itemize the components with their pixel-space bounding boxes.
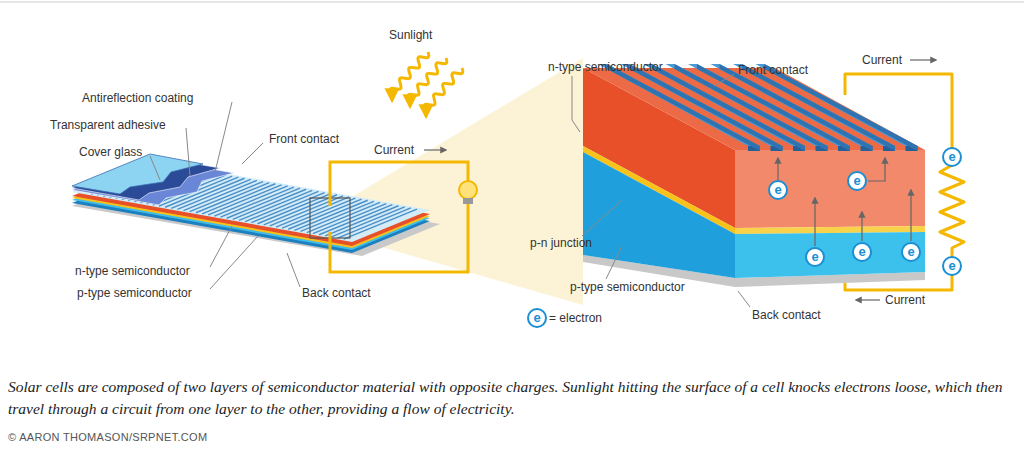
credit-line: © AARON THOMASON/SRPNET.COM: [8, 430, 207, 444]
front-contact-bar-side: [720, 64, 873, 151]
part-label: Transparent adhesive: [50, 118, 166, 132]
part-label: p-type semiconductor: [77, 286, 192, 300]
electron-symbol: e: [942, 147, 962, 167]
front-contact-bar-side: [697, 64, 850, 151]
cover-glass-layer: [72, 154, 203, 194]
p-type-front: [735, 232, 925, 278]
legend-text: = electron: [549, 311, 602, 325]
sunlight-label: Sunlight: [389, 28, 432, 42]
front-contact-bar-side: [742, 64, 895, 151]
part-label: n-type semiconductor: [548, 60, 663, 74]
part-label: Front contact: [269, 132, 339, 146]
contact-stripe: [338, 208, 411, 238]
current-label: Current: [374, 143, 414, 157]
leader-lines: [572, 74, 750, 307]
wire: [330, 204, 468, 272]
electron-symbol: e: [847, 171, 867, 191]
part-label: Back contact: [752, 308, 821, 322]
electron-symbol: e: [805, 247, 825, 267]
bulb-base: [463, 198, 473, 204]
current-label: Current: [862, 53, 902, 67]
current-label: Current: [885, 293, 925, 307]
part-label: Antireflection coating: [82, 91, 193, 105]
wire-with-load: [845, 74, 964, 290]
part-label: Back contact: [302, 286, 371, 300]
electron-symbol: e: [768, 180, 788, 200]
electron-symbol: e: [901, 242, 921, 262]
front-contact-bars: [598, 64, 918, 151]
electron-paths: [778, 158, 911, 246]
part-label: Front contact: [738, 63, 808, 77]
electron-symbol: e: [852, 242, 872, 262]
light-bulb: [459, 181, 477, 199]
current-arrow: [910, 59, 936, 60]
top-rule: [0, 2, 1024, 3]
p-type-side: [583, 152, 735, 278]
front-contact-bar-side: [675, 64, 828, 151]
n-type-front: [735, 150, 925, 228]
sunlight-rays: [390, 52, 463, 116]
caption: Solar cells are composed of two layers o…: [8, 376, 1020, 420]
front-contact-bar-side: [765, 64, 918, 151]
contact-stripe: [331, 207, 404, 237]
part-label: p-n junction: [530, 236, 592, 250]
leader-lines: [150, 102, 300, 289]
contact-stripe: [344, 209, 417, 239]
part-label: p-type semiconductor: [570, 280, 685, 294]
legend-electron-symbol: e: [527, 308, 547, 328]
sunlight-ray: [424, 68, 463, 116]
current-arrow: [424, 149, 446, 150]
electron-symbol: e: [942, 256, 962, 276]
part-label: n-type semiconductor: [75, 264, 190, 278]
wire: [330, 162, 468, 206]
sunlight-ray: [408, 58, 447, 106]
part-label: Cover glass: [79, 145, 142, 159]
current-arrow: [856, 299, 880, 300]
